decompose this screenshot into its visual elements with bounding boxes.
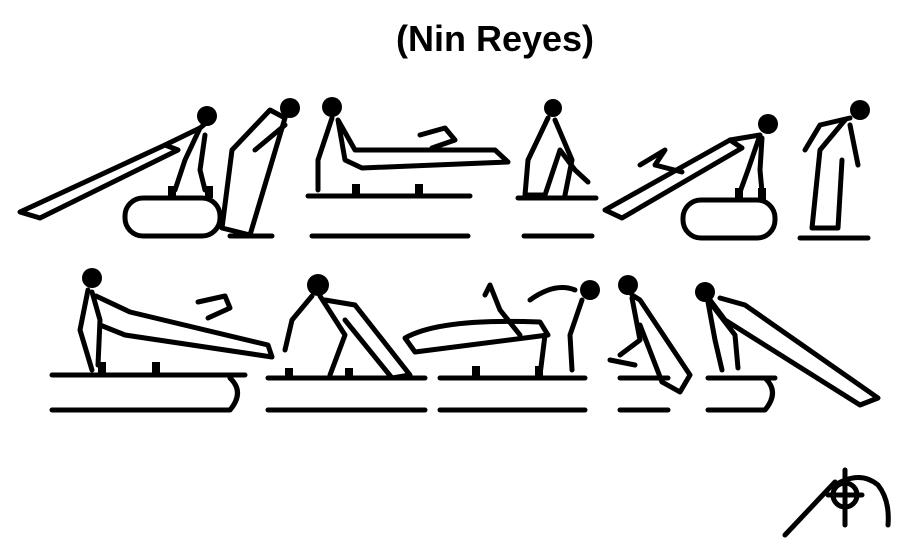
pommel-horse-element-symbol-icon: [782, 467, 891, 538]
row-2-frames: [49, 268, 881, 413]
frame-5-gymnast: [602, 114, 778, 241]
frame-11-gymnast: [695, 282, 881, 413]
frame-10-gymnast: [607, 275, 693, 413]
frame-6-gymnast: [797, 100, 871, 241]
frame-7-gymnast: [49, 268, 275, 413]
frame-2-gymnast: [219, 98, 300, 239]
page-title: (Nin Reyes): [395, 18, 595, 59]
frame-9-gymnast: [402, 280, 600, 413]
frame-8-gymnast: [265, 274, 428, 413]
frame-3-gymnast: [305, 97, 511, 239]
row-1-frames: [17, 97, 871, 241]
frame-1-gymnast: [17, 106, 223, 239]
frame-4-gymnast: [515, 99, 599, 239]
